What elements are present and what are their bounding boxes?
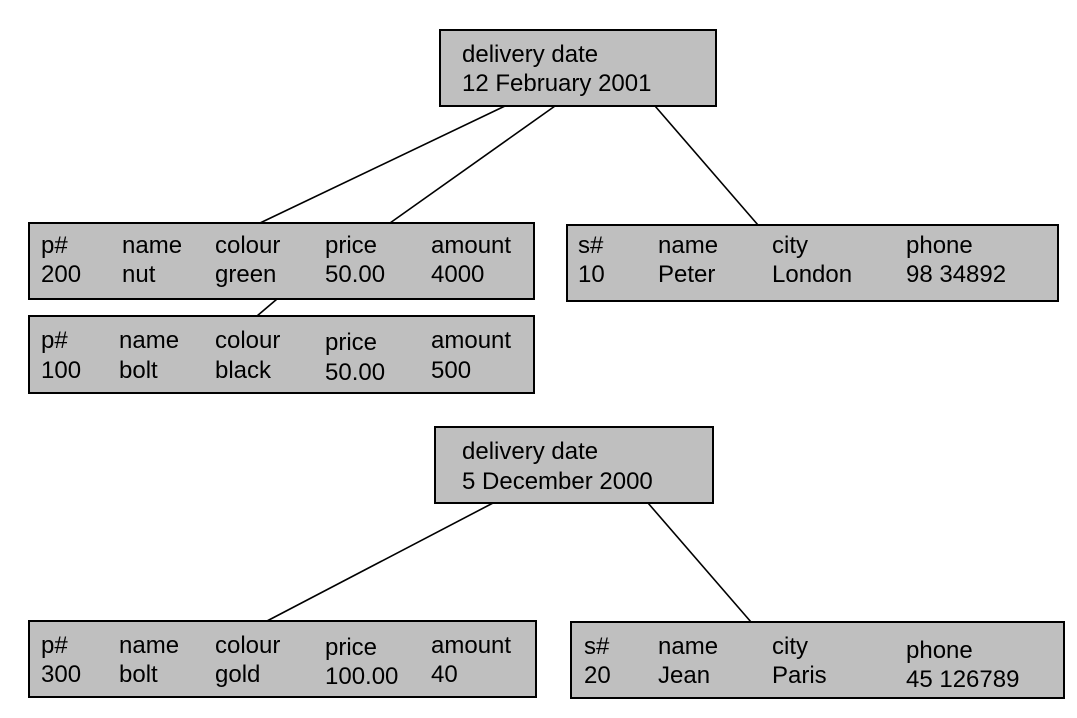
supplier-node-10: s# name city phone 10 Peter London 98 34… bbox=[566, 224, 1059, 302]
value-name: nut bbox=[122, 261, 156, 288]
header-name: name bbox=[119, 327, 180, 354]
value-price: 100.00 bbox=[325, 663, 399, 690]
delivery-date: 12 February 2001 bbox=[462, 70, 652, 97]
value-amount: 4000 bbox=[431, 261, 485, 288]
value-colour: green bbox=[215, 261, 277, 288]
value-sno: 20 bbox=[584, 662, 611, 689]
value-amount: 40 bbox=[431, 661, 458, 688]
value-phone: 45 126789 bbox=[906, 666, 1020, 693]
header-amount: amount bbox=[431, 327, 512, 354]
edge-delivery2-part300 bbox=[266, 502, 494, 622]
delivery-node-2: delivery date 5 December 2000 bbox=[434, 426, 714, 504]
header-price: price bbox=[325, 232, 378, 259]
header-pno: p# bbox=[41, 232, 68, 259]
value-city: Paris bbox=[772, 662, 827, 689]
value-colour: gold bbox=[215, 661, 261, 688]
header-phone: phone bbox=[906, 232, 973, 259]
header-city: city bbox=[772, 232, 808, 259]
header-name: name bbox=[658, 633, 719, 660]
header-sno: s# bbox=[584, 633, 610, 660]
delivery-label: delivery date bbox=[462, 438, 599, 465]
value-name: Peter bbox=[658, 261, 716, 288]
value-pno: 300 bbox=[41, 661, 82, 688]
value-price: 50.00 bbox=[325, 261, 386, 288]
supplier-node-20: s# name city phone 20 Jean Paris 45 1267… bbox=[570, 621, 1065, 699]
header-price: price bbox=[325, 329, 378, 356]
header-city: city bbox=[772, 633, 808, 660]
edge-delivery1-part200 bbox=[259, 105, 506, 224]
header-colour: colour bbox=[215, 632, 281, 659]
part-node-100: p# name colour price amount 100 bolt bla… bbox=[28, 315, 535, 394]
value-colour: black bbox=[215, 357, 272, 384]
value-amount: 500 bbox=[431, 357, 472, 384]
edge-delivery1-supplier10 bbox=[654, 105, 759, 226]
value-sno: 10 bbox=[578, 261, 605, 288]
edge-delivery1-part100 bbox=[389, 105, 556, 224]
edge-delivery2-supplier20 bbox=[647, 502, 752, 623]
header-pno: p# bbox=[41, 632, 68, 659]
delivery-date: 5 December 2000 bbox=[462, 468, 653, 495]
value-name: bolt bbox=[119, 661, 158, 688]
header-amount: amount bbox=[431, 232, 512, 259]
header-pno: p# bbox=[41, 327, 68, 354]
header-phone: phone bbox=[906, 637, 973, 664]
value-city: London bbox=[772, 261, 853, 288]
value-price: 50.00 bbox=[325, 359, 386, 386]
part-node-200: p# name colour price amount 200 nut gree… bbox=[28, 222, 535, 300]
header-colour: colour bbox=[215, 327, 281, 354]
header-name: name bbox=[658, 232, 719, 259]
value-pno: 200 bbox=[41, 261, 82, 288]
value-pno: 100 bbox=[41, 357, 82, 384]
value-phone: 98 34892 bbox=[906, 261, 1007, 288]
value-name: bolt bbox=[119, 357, 158, 384]
edge-part-link bbox=[256, 298, 278, 317]
header-name: name bbox=[122, 232, 183, 259]
header-amount: amount bbox=[431, 632, 512, 659]
header-sno: s# bbox=[578, 232, 604, 259]
header-colour: colour bbox=[215, 232, 281, 259]
part-node-300: p# name colour price amount 300 bolt gol… bbox=[28, 620, 537, 698]
header-price: price bbox=[325, 634, 378, 661]
header-name: name bbox=[119, 632, 180, 659]
value-name: Jean bbox=[658, 662, 711, 689]
delivery-label: delivery date bbox=[462, 41, 599, 68]
delivery-node-1: delivery date 12 February 2001 bbox=[439, 29, 717, 107]
